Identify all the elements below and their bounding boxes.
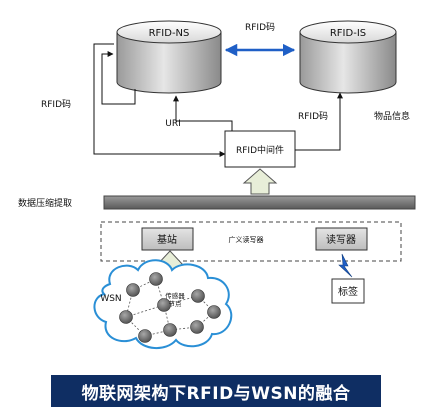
base-station-box: 基站: [141, 227, 194, 251]
middleware-to-is-arrow: [295, 92, 343, 151]
block-arrow-to-middleware: [242, 168, 278, 195]
data-compression-bar: [103, 195, 416, 210]
base-station-label: 基站: [157, 233, 177, 246]
wireless-signal-icon: [338, 253, 353, 278]
broad-reader-container: [100, 221, 402, 262]
broad-reader-label: 广义读写器: [229, 235, 264, 244]
sensor-node: [119, 310, 133, 324]
wsn-label: WSN: [100, 294, 121, 304]
sensor-node: [207, 305, 221, 319]
reader-label: 读写器: [326, 233, 356, 246]
item-info-label: 物品信息: [374, 110, 410, 122]
sensor-node: [157, 298, 171, 312]
sensor-node: [163, 323, 177, 337]
tag-box: 标签: [331, 278, 365, 304]
sensor-node-label-line1: 传感器: [165, 291, 185, 300]
reader-box: 读写器: [315, 227, 368, 251]
tag-label: 标签: [338, 285, 358, 298]
rfid-is-label: RFID-IS: [330, 28, 366, 39]
caption-banner: 物联网架构下RFID与WSN的融合: [51, 375, 381, 407]
sensor-node: [138, 329, 152, 343]
uri-loop-arrow: [101, 51, 136, 105]
sensor-nodes: [119, 272, 221, 343]
middleware-to-ns-arrow: [173, 95, 233, 131]
rfid-code-right-label: RFID码: [298, 111, 328, 122]
rfid-code-top-label: RFID码: [245, 22, 275, 33]
sensor-node: [190, 320, 204, 334]
connector-lines: [93, 43, 343, 157]
uri-label: URI: [165, 119, 181, 129]
middleware-label: RFID中间件: [236, 144, 284, 156]
ns-to-middleware-arrow: [93, 54, 226, 157]
rfid-middleware-box: RFID中间件: [224, 130, 296, 168]
caption-text: 物联网架构下RFID与WSN的融合: [81, 383, 351, 404]
sensor-node: [191, 289, 205, 303]
rfid-ns-database: RFID-NS: [116, 20, 222, 94]
sensor-node-label-line2: 节点: [169, 300, 183, 308]
sensor-node: [149, 272, 163, 286]
rfid-ns-label: RFID-NS: [149, 28, 190, 39]
sensor-node: [126, 283, 140, 297]
data-compression-label: 数据压缩提取: [18, 197, 72, 209]
rfid-code-left-label: RFID码: [41, 99, 71, 110]
rfid-is-database: RFID-IS: [299, 20, 397, 94]
